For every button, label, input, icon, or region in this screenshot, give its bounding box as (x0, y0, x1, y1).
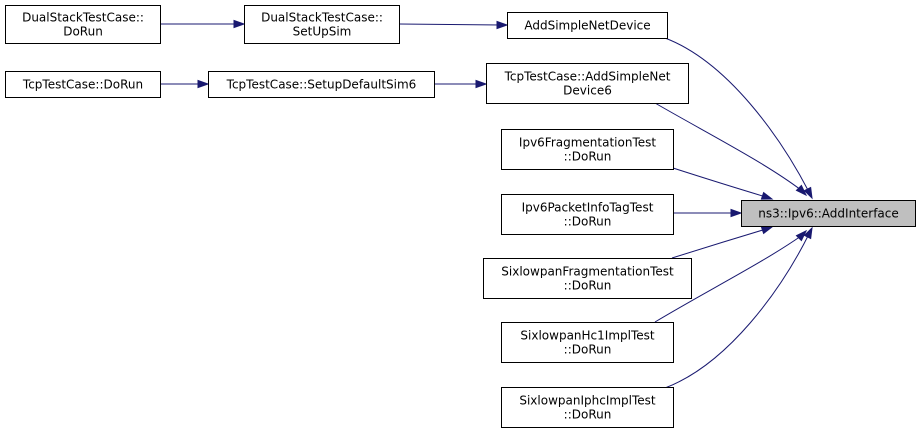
node-label-line: ::DoRun (564, 150, 612, 164)
arrow-head-icon (803, 226, 813, 240)
node-box (483, 258, 692, 299)
node-label-line: SixlowpanIphcImplTest (519, 394, 656, 408)
node-label-line: Ipv6PacketInfoTagTest (522, 201, 654, 215)
node-box (5, 5, 161, 44)
edge-tcp_dorun-to-tcp_setup (160, 79, 210, 89)
node-box (501, 322, 674, 363)
node-label-line: TcpTestCase::SetupDefaultSim6 (226, 78, 417, 92)
node-box (244, 5, 400, 44)
node-label-line: Device6 (563, 84, 612, 98)
node-label-line: DualStackTestCase:: (261, 11, 383, 25)
node-tcp-setup[interactable]: TcpTestCase::SetupDefaultSim6 (208, 71, 435, 98)
node-label-line: AddSimpleNetDevice (524, 19, 650, 33)
node-label-line: SetUpSim (293, 25, 352, 39)
node-sixlowpan-iphc[interactable]: SixlowpanIphcImplTest::DoRun (501, 387, 674, 428)
node-box (501, 194, 674, 235)
edge-ipv6_frag-to-root (672, 167, 774, 200)
node-box (501, 387, 674, 428)
node-label-line: ::DoRun (564, 408, 612, 422)
edge-ipv6_pkt-to-root (673, 208, 743, 218)
node-label-line: ns3::Ipv6::AddInterface (758, 207, 899, 221)
node-label-line: DualStackTestCase:: (22, 11, 144, 25)
call-nodes: DualStackTestCase::DoRunDualStackTestCas… (5, 5, 916, 428)
edge-add_simple-to-root (664, 37, 813, 200)
edge-line (654, 235, 802, 323)
edge-line (654, 102, 802, 191)
arrow-head-icon (496, 20, 509, 30)
node-box (741, 200, 916, 227)
node-ipv6-pkt[interactable]: Ipv6PacketInfoTagTest::DoRun (501, 194, 674, 235)
edge-tcp_add6-to-root (654, 102, 808, 197)
arrow-head-icon (795, 184, 808, 197)
node-label-line: ::DoRun (564, 343, 612, 357)
node-label-line: SixlowpanFragmentationTest (501, 265, 674, 279)
edge-sixlowpan_frag-to-root (671, 226, 774, 259)
arrow-head-icon (795, 229, 808, 242)
arrow-head-icon (760, 226, 774, 235)
edge-line (671, 228, 767, 259)
node-add-simple[interactable]: AddSimpleNetDevice (507, 12, 668, 39)
arrow-head-icon (197, 79, 210, 89)
node-box (208, 71, 435, 98)
node-box (507, 12, 668, 39)
node-label-line: TcpTestCase::DoRun (22, 78, 143, 92)
edge-line (664, 233, 810, 389)
node-dual-dorun[interactable]: DualStackTestCase::DoRun (5, 5, 161, 44)
node-label-line: SixlowpanHc1ImplTest (520, 329, 654, 343)
arrow-head-icon (730, 208, 743, 218)
node-ipv6-frag[interactable]: Ipv6FragmentationTest::DoRun (501, 129, 674, 170)
edge-sixlowpan_hc1-to-root (654, 229, 808, 323)
arrow-head-icon (803, 186, 813, 200)
node-sixlowpan-frag[interactable]: SixlowpanFragmentationTest::DoRun (483, 258, 692, 299)
node-tcp-dorun[interactable]: TcpTestCase::DoRun (5, 71, 161, 98)
call-edges (160, 19, 813, 389)
node-root[interactable]: ns3::Ipv6::AddInterface (741, 200, 916, 227)
node-label-line: DoRun (63, 25, 103, 39)
node-label-line: ::DoRun (564, 279, 612, 293)
edge-tcp_setup-to-tcp_add6 (434, 79, 488, 89)
node-box (486, 63, 689, 104)
arrow-head-icon (233, 19, 246, 29)
edge-dual_setup-to-add_simple (398, 20, 509, 30)
edge-line (672, 167, 767, 198)
edge-dual_dorun-to-dual_setup (160, 19, 246, 29)
node-box (501, 129, 674, 170)
arrow-head-icon (475, 79, 488, 89)
edge-sixlowpan_iphc-to-root (664, 226, 813, 389)
node-sixlowpan-hc1[interactable]: SixlowpanHc1ImplTest::DoRun (501, 322, 674, 363)
node-dual-setup[interactable]: DualStackTestCase::SetUpSim (244, 5, 400, 44)
edge-line (398, 23, 502, 26)
edge-line (664, 37, 810, 193)
node-box (5, 71, 161, 98)
node-label-line: TcpTestCase::AddSimpleNet (504, 70, 671, 84)
node-label-line: ::DoRun (564, 215, 612, 229)
arrow-head-icon (760, 191, 774, 200)
node-label-line: Ipv6FragmentationTest (519, 136, 656, 150)
